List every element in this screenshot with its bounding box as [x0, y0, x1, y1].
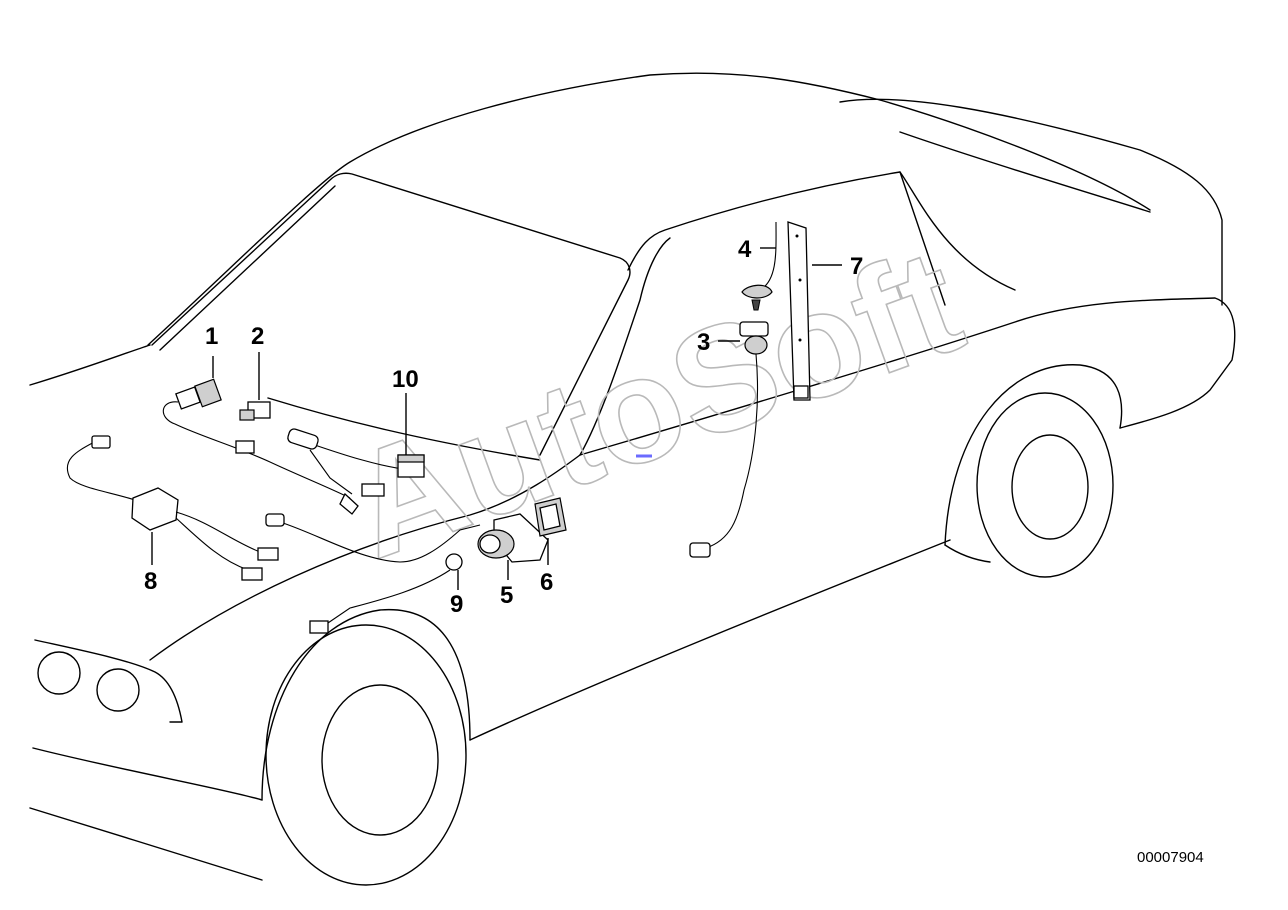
leader-lines — [151, 247, 842, 590]
callout-10: 10 — [392, 366, 419, 393]
part-8-module — [66, 435, 279, 581]
callouts: 1 2 3 4 5 6 7 8 9 10 — [144, 236, 863, 618]
callout-4: 4 — [738, 236, 752, 263]
watermark: AutoSoft — [328, 216, 980, 590]
car-outline — [29, 72, 1236, 886]
callout-6: 6 — [540, 569, 553, 596]
callout-2: 2 — [251, 323, 264, 350]
part-2-switch — [239, 401, 271, 421]
callout-5: 5 — [500, 582, 513, 609]
part-3-4-7-antenna-mast — [689, 221, 811, 558]
part-10-module — [287, 428, 425, 515]
callout-7: 7 — [850, 253, 863, 280]
callout-3: 3 — [697, 329, 710, 356]
part-1-sensor — [162, 378, 351, 499]
parts — [66, 221, 811, 634]
drawing-number: 00007904 — [1137, 849, 1204, 866]
part-9-antenna-lead — [265, 513, 481, 634]
part-5-antenna-base — [477, 513, 549, 563]
callout-1: 1 — [205, 323, 218, 350]
callout-9: 9 — [450, 591, 463, 618]
part-6-pad — [534, 497, 567, 537]
callout-8: 8 — [144, 568, 157, 595]
